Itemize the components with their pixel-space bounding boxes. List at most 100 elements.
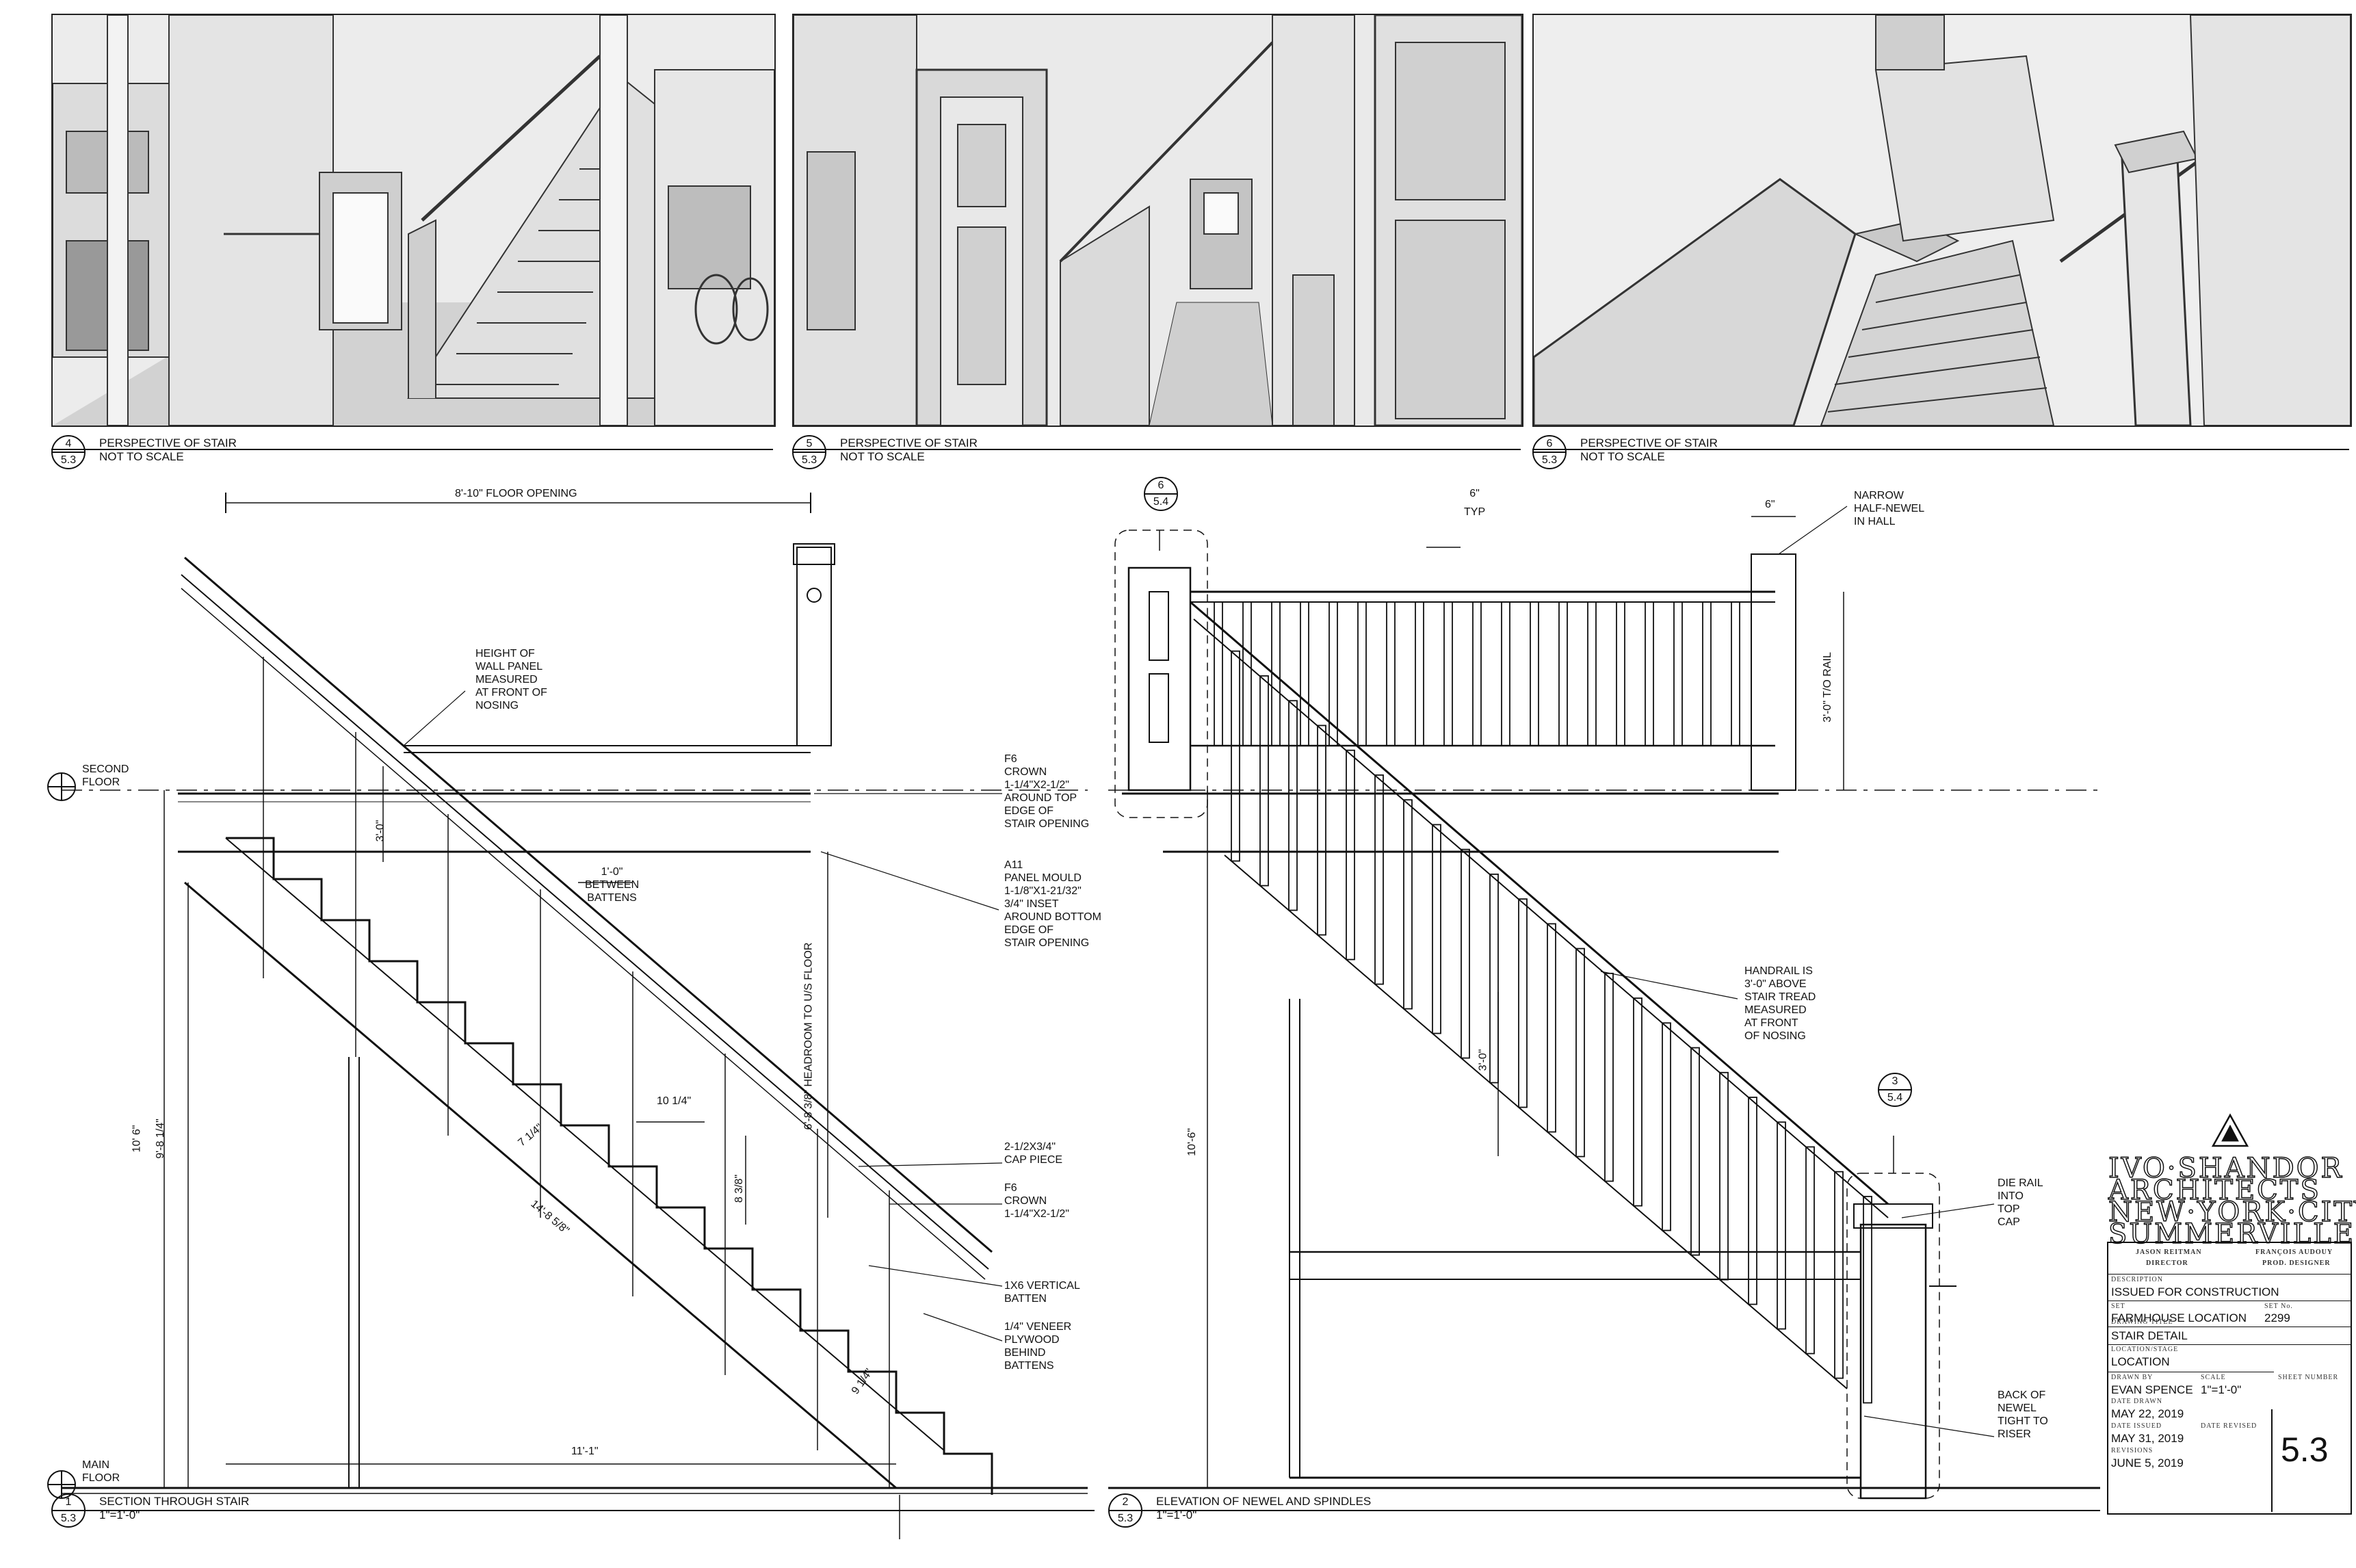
designer-name: FRANÇOIS AUDOUY [2255,1249,2333,1256]
dim-10-6-elevation: 10'-6" [1186,1128,1198,1156]
spindle [1461,848,1470,1059]
spindle [1558,601,1568,746]
spindle [1472,601,1482,746]
spindle [1748,1097,1757,1305]
perspective-image-6 [1532,14,2352,427]
perspective-image-4 [51,14,776,427]
spindle [1604,972,1614,1182]
caption-title: ELEVATION OF NEWEL AND SPINDLES [1156,1495,1372,1508]
spindle [1518,898,1528,1108]
spindle [1662,1022,1671,1231]
sheet-number: 5.3 [2281,1430,2329,1469]
spindle [1386,601,1396,746]
spindle [1501,601,1510,746]
spindle [1271,601,1281,746]
caption-underline [1532,449,2349,450]
title-block: JASON REITMAN DIRECTOR FRANÇOIS AUDOUY P… [2107,1242,2352,1515]
spindle [1530,601,1539,746]
note-cap-piece: 2-1/2X3/4"CAP PIECE [1004,1141,1063,1166]
caption-title: PERSPECTIVE OF STAIR [1580,436,1718,449]
spindle [1690,1047,1700,1256]
spindle [1777,1121,1786,1330]
designer-role: PROD. DESIGNER [2262,1259,2331,1267]
revisions-value: JUNE 5, 2019 [2111,1456,2184,1469]
spindle [1575,948,1585,1158]
drawn-by-value: EVAN SPENCE [2111,1383,2193,1396]
dim-10-1-4: 10 1/4" [657,1095,692,1107]
spindle [1863,1196,1872,1404]
spindle [1645,601,1654,746]
spindle [1731,601,1740,746]
caption-scale: NOT TO SCALE [840,450,925,463]
set-number-value: 2299 [2264,1311,2290,1324]
spindle [1547,923,1556,1133]
spindle [1432,824,1441,1034]
section-drawing [47,493,1095,1539]
dim-3ft-section: 3'-0" [374,820,387,842]
caption-title: SECTION THROUGH STAIR [99,1495,250,1508]
date-drawn-value: MAY 22, 2019 [2111,1407,2184,1420]
spindle [1587,601,1597,746]
dim-10-6-section: 10' 6" [131,1125,143,1153]
spindle [1317,724,1326,936]
dim-floor-opening: 8'-10" FLOOR OPENING [455,488,577,499]
dim-rail-height: 3'-0" T/O RAIL [1821,652,1833,722]
spindle [1834,1171,1844,1379]
spindle [1300,601,1309,746]
description-value: ISSUED FOR CONSTRUCTION [2111,1285,2279,1298]
spindle [1489,873,1499,1084]
spindle [1328,601,1338,746]
dim-9-8: 9'-8 1/4" [154,1119,166,1159]
director-name: JASON REITMAN [2136,1249,2202,1256]
spindle [1259,675,1269,887]
spindle [1415,601,1424,746]
spindle [1633,997,1642,1207]
spindle [1673,601,1683,746]
spindle [1346,749,1355,961]
spindle [1288,700,1298,911]
caption-title: PERSPECTIVE OF STAIR [840,436,978,449]
date-issued-value: MAY 31, 2019 [2111,1432,2184,1445]
spindle [1443,601,1453,746]
caption-scale: 1"=1'-0" [99,1508,140,1521]
set-value: FARMHOUSE LOCATION [2111,1311,2247,1324]
spindle [1242,601,1252,746]
caption-title: PERSPECTIVE OF STAIR [99,436,237,449]
dim-11-1: 11'-1" [571,1446,599,1457]
spindle [1357,601,1367,746]
spindle [1214,601,1223,746]
spindle [1231,650,1240,862]
location-value: LOCATION [2111,1355,2170,1368]
dim-6-typ: 6"TYP [1464,488,1486,518]
caption-underline [792,449,1521,450]
drawing-title-value: STAIR DETAIL [2111,1329,2188,1342]
spindle [1374,774,1384,985]
spindle [1403,799,1413,1010]
dim-headroom: 6'-8 3/8" HEADROOM TO U/S FLOOR [802,942,815,1130]
perspective-image-5 [792,14,1523,427]
